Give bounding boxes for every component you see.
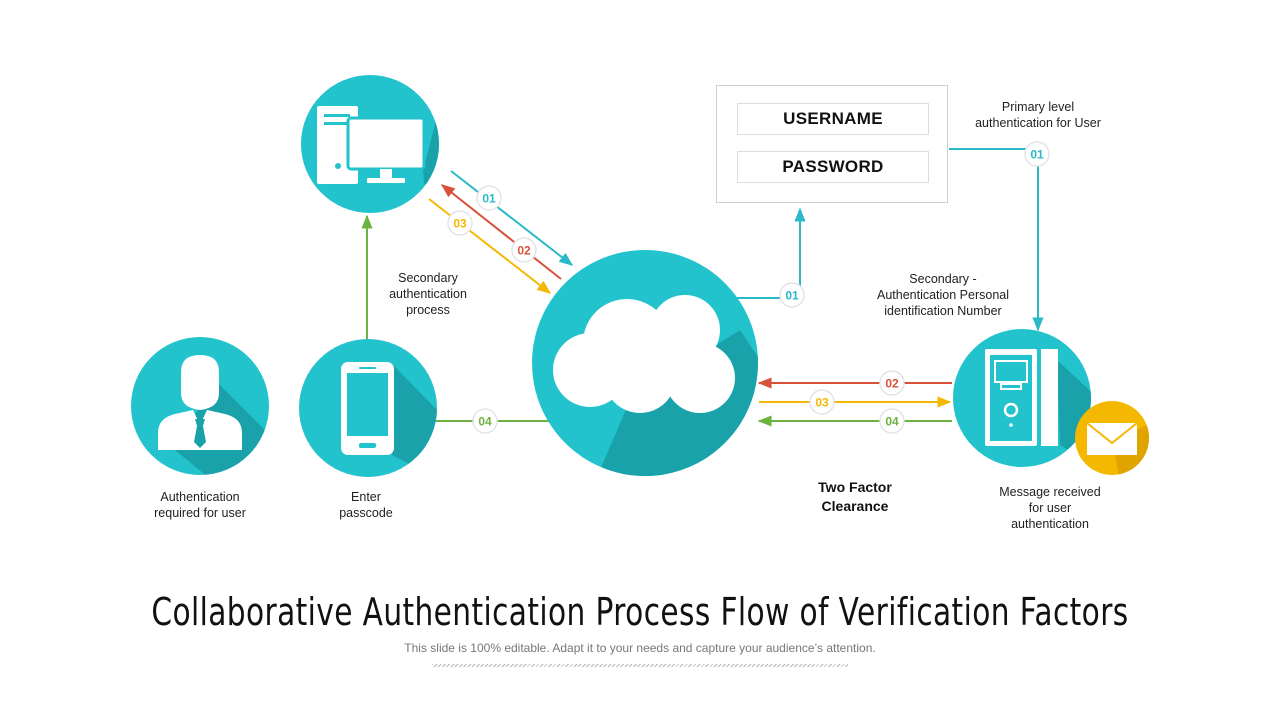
page-subtitle: This slide is 100% editable. Adapt it to… [404, 641, 876, 655]
page-title: Collaborative Authentication Process Flo… [151, 590, 1129, 634]
step-badge-right-03: 03 [809, 389, 835, 415]
mail-node [1075, 401, 1149, 475]
secondary-pin-label: Secondary - Authentication Personal iden… [876, 272, 1010, 318]
arrow-cyan-01-to-cloud [450, 170, 574, 266]
message-received-label: Message received for user authentication [999, 485, 1101, 531]
step-number: 04 [885, 415, 899, 429]
password-field[interactable]: PASSWORD [737, 151, 929, 183]
user-node [131, 337, 269, 475]
two-factor-clearance-label: Two Factor Clearance [818, 479, 892, 514]
step-badge-right-04: 04 [879, 408, 905, 434]
step-badge-server-01: 01 [1024, 141, 1050, 167]
desktop-computer-icon [317, 106, 426, 184]
auth-required-label: Authentication required for user [154, 490, 246, 520]
enter-passcode-label: Enter passcode [339, 490, 393, 520]
primary-auth-label: Primary level authentication for User [975, 100, 1101, 130]
step-number: 01 [785, 289, 799, 303]
envelope-icon [1086, 422, 1138, 455]
title-underline [432, 664, 848, 667]
step-badge-login-01: 01 [779, 282, 805, 308]
step-badge-left-04: 04 [472, 408, 498, 434]
step-badge-comp-01: 01 [476, 185, 502, 211]
step-number: 04 [478, 415, 492, 429]
server-tower-icon [985, 349, 1058, 446]
step-number: 03 [453, 217, 467, 231]
arrow-red-02-to-computer [440, 184, 562, 280]
phone-node [299, 339, 437, 477]
arrow-yellow-03-to-cloud [428, 198, 552, 294]
businessman-icon [158, 355, 242, 450]
smartphone-icon [341, 362, 394, 455]
username-field[interactable]: USERNAME [737, 103, 929, 135]
step-number: 03 [815, 396, 829, 410]
cloud-node [532, 250, 758, 476]
step-number: 02 [517, 244, 531, 258]
step-badge-comp-02: 02 [511, 237, 537, 263]
server-node [953, 329, 1091, 467]
step-badge-comp-03: 03 [447, 210, 473, 236]
step-number: 02 [885, 377, 899, 391]
step-number: 01 [1030, 148, 1044, 162]
step-badge-right-02: 02 [879, 370, 905, 396]
step-badges: 01 02 03 01 01 02 03 04 [447, 141, 1050, 434]
login-form-box: USERNAME PASSWORD [716, 85, 948, 203]
step-number: 01 [482, 192, 496, 206]
computer-node [301, 75, 439, 213]
cloud-icon [553, 295, 735, 413]
secondary-process-label: Secondary authentication process [389, 271, 467, 317]
